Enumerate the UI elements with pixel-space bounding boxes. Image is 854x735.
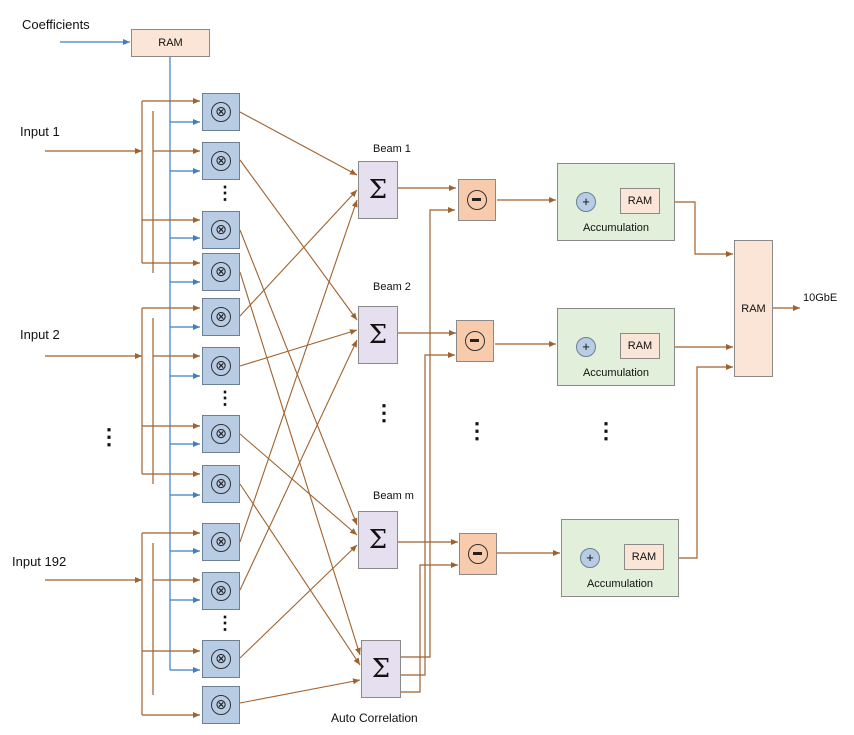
input-192-label: Input 192 — [12, 554, 67, 569]
beam-m-label: Beam m — [373, 490, 414, 502]
coefficients-label: Coefficients — [22, 17, 90, 32]
multiplier: ⊗ — [202, 347, 240, 385]
multiplier-icon: ⊗ — [211, 102, 231, 122]
multiplier: ⊗ — [202, 686, 240, 724]
multiplier: ⊗ — [202, 298, 240, 336]
subtract-icon — [467, 190, 487, 210]
multiplier-icon: ⊗ — [211, 356, 231, 376]
summation-icon: Σ — [358, 306, 398, 364]
multiplier-ellipsis: ⋮ — [216, 388, 234, 408]
auto-correlation-label: Auto Correlation — [331, 711, 418, 725]
accumulation-label: Accumulation — [586, 578, 654, 590]
adder-icon: + — [576, 192, 596, 212]
adder-icon: + — [576, 337, 596, 357]
accumulator-ellipsis: ⋮ — [595, 418, 617, 443]
multiplier-icon: ⊗ — [211, 474, 231, 494]
input-2-label: Input 2 — [20, 327, 60, 342]
accumulator: + RAM Accumulation — [557, 308, 675, 386]
subtractor — [456, 320, 494, 362]
accumulator-ram: RAM — [620, 333, 660, 359]
multiplier: ⊗ — [202, 93, 240, 131]
multiplier-icon: ⊗ — [211, 532, 231, 552]
beam-2-label: Beam 2 — [373, 281, 411, 293]
multiplier-icon: ⊗ — [211, 151, 231, 171]
multiplier: ⊗ — [202, 465, 240, 503]
beam-1-label: Beam 1 — [373, 143, 411, 155]
summation-icon: Σ — [358, 511, 398, 569]
summation-icon: Σ — [361, 640, 401, 698]
subtractor — [459, 533, 497, 575]
multiplier-ellipsis: ⋮ — [216, 183, 234, 203]
inputs-ellipsis: ⋮ — [98, 424, 120, 449]
accumulator: + RAM Accumulation — [561, 519, 679, 597]
coefficient-ram: RAM — [131, 29, 210, 57]
multiplier-icon: ⊗ — [211, 307, 231, 327]
multiplier-icon: ⊗ — [211, 695, 231, 715]
multiplier-ellipsis: ⋮ — [216, 613, 234, 633]
output-ram: RAM — [734, 240, 773, 377]
multiplier: ⊗ — [202, 142, 240, 180]
multiplier-icon: ⊗ — [211, 581, 231, 601]
output-10gbe-label: 10GbE — [803, 292, 838, 304]
multiplier-icon: ⊗ — [211, 262, 231, 282]
subtract-ellipsis: ⋮ — [466, 418, 488, 443]
multiplier: ⊗ — [202, 572, 240, 610]
beam-ellipsis: ⋮ — [373, 400, 395, 425]
adder-icon: + — [580, 548, 600, 568]
summation-icon: Σ — [358, 161, 398, 219]
multiplier-icon: ⊗ — [211, 424, 231, 444]
subtractor — [458, 179, 496, 221]
multiplier: ⊗ — [202, 523, 240, 561]
multiplier: ⊗ — [202, 253, 240, 291]
multiplier-icon: ⊗ — [211, 649, 231, 669]
subtract-icon — [468, 544, 488, 564]
accumulation-label: Accumulation — [582, 222, 650, 234]
subtract-icon — [465, 331, 485, 351]
accumulator: + RAM Accumulation — [557, 163, 675, 241]
multiplier: ⊗ — [202, 640, 240, 678]
accumulator-ram: RAM — [624, 544, 664, 570]
multiplier-icon: ⊗ — [211, 220, 231, 240]
input-1-label: Input 1 — [20, 124, 60, 139]
accumulation-label: Accumulation — [582, 367, 650, 379]
multiplier: ⊗ — [202, 211, 240, 249]
accumulator-ram: RAM — [620, 188, 660, 214]
multiplier: ⊗ — [202, 415, 240, 453]
